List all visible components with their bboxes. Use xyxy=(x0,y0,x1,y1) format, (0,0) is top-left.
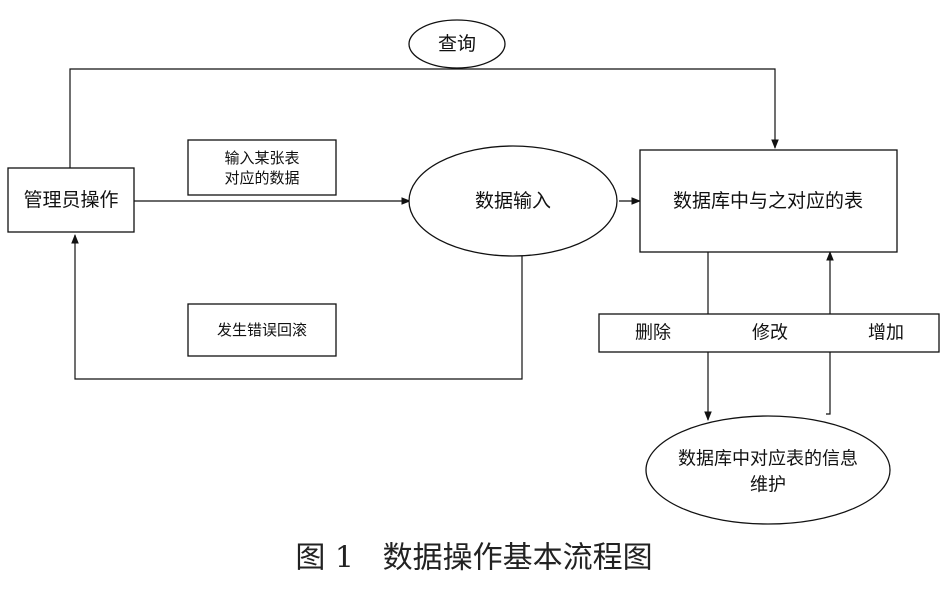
maintain-label-line2: 维护 xyxy=(750,475,786,496)
query-node: 查询 xyxy=(408,19,506,69)
rollback-node: 发生错误回滚 xyxy=(187,303,337,357)
maintain-node: 数据库中对应表的信息 维护 xyxy=(645,415,891,525)
input-note-node: 输入某张表 对应的数据 xyxy=(187,139,337,196)
edge-maintain-to-db xyxy=(826,251,834,415)
input-note-line2: 对应的数据 xyxy=(224,169,299,187)
input-note-line1: 输入某张表 xyxy=(224,149,299,167)
edge-rollback-path xyxy=(71,234,523,380)
operations-bar: 删除 修改 增加 xyxy=(598,313,940,353)
nodes: 查询 管理员操作 输入某张表 对应的数据 数据输入 发生错误回滚 数据库中与之对… xyxy=(7,19,940,525)
op-modify-label: 修改 xyxy=(752,323,788,344)
op-delete-label: 删除 xyxy=(635,323,671,344)
edge-query-path xyxy=(69,68,779,168)
admin-node: 管理员操作 xyxy=(7,167,135,233)
op-add-label: 增加 xyxy=(868,323,904,344)
db-table-label: 数据库中与之对应的表 xyxy=(673,190,863,212)
maintain-label-line1: 数据库中对应表的信息 xyxy=(678,449,858,470)
data-input-label: 数据输入 xyxy=(475,190,551,212)
data-input-node: 数据输入 xyxy=(408,145,618,257)
figure-caption: 图 1 数据操作基本流程图 xyxy=(295,541,652,576)
admin-label: 管理员操作 xyxy=(23,189,118,211)
db-table-node: 数据库中与之对应的表 xyxy=(639,149,898,253)
rollback-label: 发生错误回滚 xyxy=(217,321,307,339)
query-label: 查询 xyxy=(438,33,476,55)
